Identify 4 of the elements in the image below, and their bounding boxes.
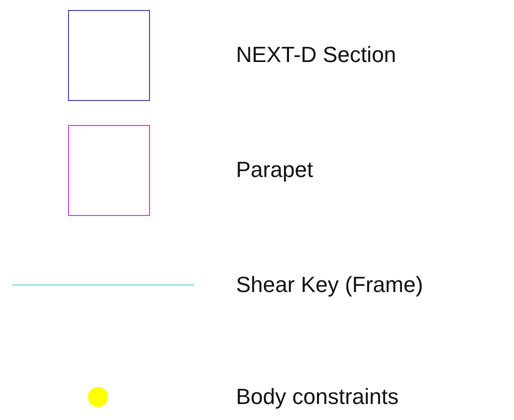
- legend-label: Body constraints: [236, 384, 399, 410]
- legend-label: Parapet: [236, 157, 314, 183]
- legend-label: Shear Key (Frame): [236, 272, 424, 298]
- legend-label: NEXT-D Section: [236, 42, 396, 68]
